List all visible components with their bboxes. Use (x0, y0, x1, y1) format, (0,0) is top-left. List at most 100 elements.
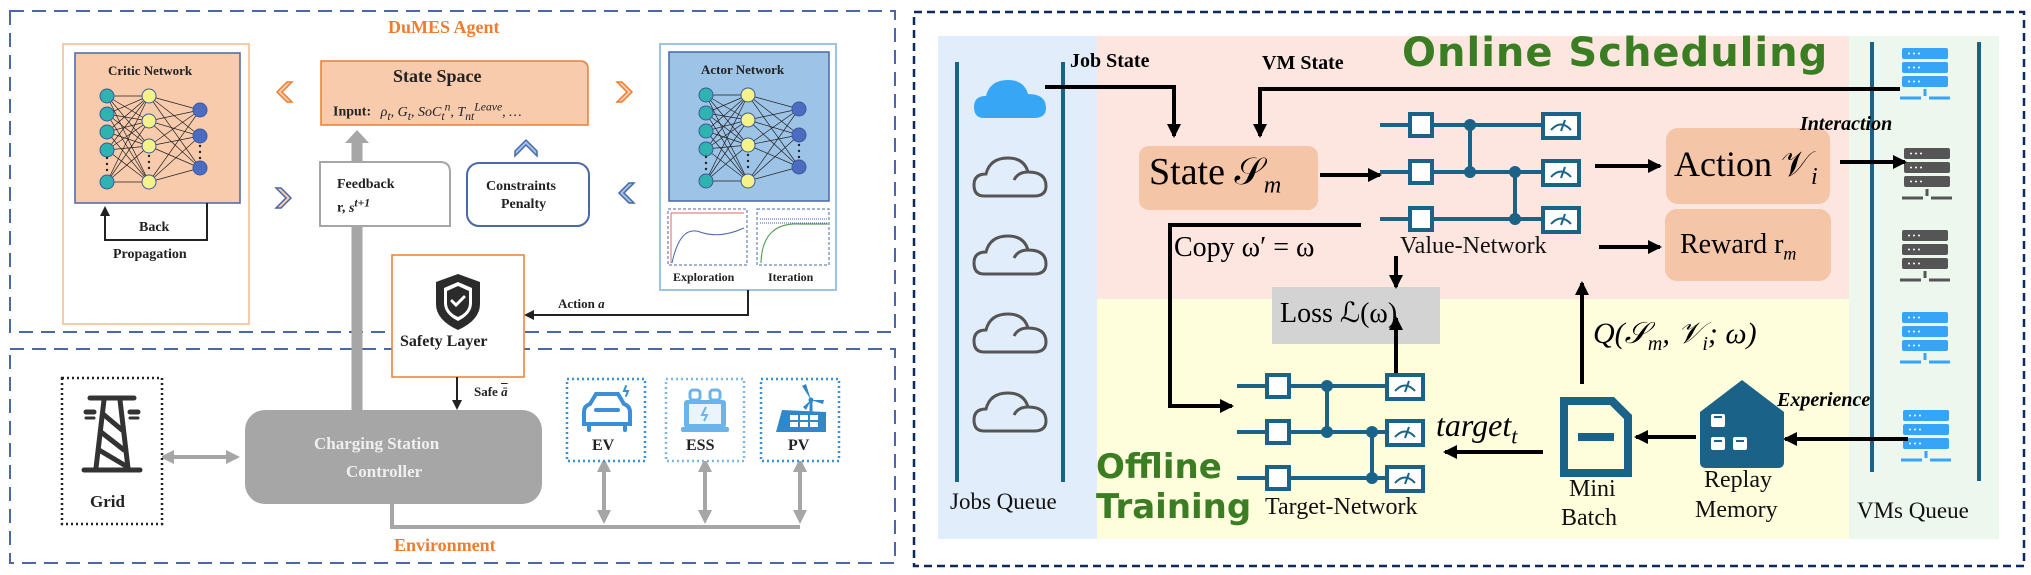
meter-icon (1385, 465, 1425, 493)
action-box-label: Action 𝒱i (1674, 144, 1818, 191)
ev-car-icon (582, 385, 632, 432)
state-input-label: Input: (333, 104, 372, 120)
hidden-neuron (740, 173, 756, 189)
cloud-outline-icon (972, 234, 1048, 276)
loss-label: Loss ℒ(ω) (1280, 298, 1398, 329)
target-network-label: Target-Network (1265, 494, 1418, 520)
constraints-penalty-box (466, 162, 590, 227)
iteration-plot (756, 208, 830, 266)
feedback-flow-arrowhead (345, 130, 369, 143)
reward-box-label: Reward rm (1680, 229, 1797, 264)
vm-state-arrow (1253, 87, 1900, 138)
solar-wind-icon (776, 384, 826, 432)
charging-station-controller (245, 410, 542, 504)
jobs-queue-bg (938, 36, 1097, 539)
battery-icon (681, 388, 729, 432)
state-space-box (320, 60, 589, 126)
meter-icon (1541, 206, 1581, 234)
output-neuron (791, 101, 807, 117)
feedback-box (319, 161, 451, 227)
job-state-arrow (1045, 85, 1181, 138)
state-space-inputs: Input: ρt, Gt, SoCtn, TntLeave, … (333, 100, 522, 123)
control-dot (1509, 213, 1521, 225)
ess-label: ESS (686, 437, 715, 454)
action-box (1666, 128, 1830, 204)
cloud-filled-icon (974, 80, 1046, 118)
copy-weights-arrow (1168, 223, 1361, 413)
input-neuron (99, 88, 115, 104)
target-network-circuit (1237, 373, 1425, 493)
ev-label: EV (592, 437, 615, 454)
gate-box (1265, 373, 1291, 399)
agent-title: DuMES Agent (388, 17, 500, 37)
cloud-outline-icon (972, 391, 1048, 433)
control-dot (1464, 166, 1476, 178)
server-rack-unit (1902, 76, 1948, 87)
constraints-line1: Constraints (486, 179, 557, 194)
constraints-line2: Penalty (501, 197, 547, 212)
feedback-title: Feedback (337, 177, 395, 192)
gate-box (1408, 112, 1434, 138)
control-dot (1509, 166, 1521, 178)
vms-queue-label: VMs Queue (1857, 498, 1969, 523)
server-rack-unit (1902, 312, 1948, 323)
server-rack-unit (1903, 424, 1949, 435)
value-network-circuit (1380, 112, 1581, 234)
iteration-label: Iteration (768, 270, 814, 284)
server-rack-unit (1904, 176, 1950, 187)
input-neuron (698, 173, 714, 189)
hidden-neuron (740, 87, 756, 103)
server-rack-unit (1903, 438, 1949, 449)
output-neuron (192, 128, 208, 144)
mini-batch-document-icon (1560, 397, 1632, 477)
input-neuron (698, 123, 714, 139)
input-neuron (99, 124, 115, 140)
loss-box (1272, 287, 1440, 344)
server-rack-unit (1902, 340, 1948, 351)
meter-icon (1541, 159, 1581, 187)
server-rack-unit (1902, 258, 1948, 269)
gate-box (1265, 419, 1291, 445)
vm-state-label: VM State (1262, 52, 1344, 74)
grid-box (60, 376, 164, 526)
propagation-label: Propagation (113, 247, 187, 262)
experience-label: Experience (1777, 389, 1871, 411)
input-neuron (698, 87, 714, 103)
power-tower-icon (81, 395, 143, 473)
exploration-label: Exploration (673, 270, 735, 284)
state-box (1139, 146, 1318, 210)
safe-action-label: Safe ā (474, 384, 508, 399)
control-dot (1366, 472, 1378, 484)
server-rack-unit (1902, 244, 1948, 255)
server-rack-unit (1902, 230, 1948, 241)
gate-box (1408, 159, 1434, 185)
control-dot (1321, 380, 1333, 392)
server-rack-unit (1902, 326, 1948, 337)
shield-check-icon (436, 274, 480, 330)
hidden-neuron (740, 112, 756, 128)
server-rack-unit (1902, 48, 1948, 59)
critic-nn-graph (99, 88, 208, 190)
gate-box (1408, 206, 1434, 232)
reward-box (1665, 209, 1831, 281)
critic-network-title: Critic Network (108, 63, 193, 78)
server-rack-unit (1902, 62, 1948, 73)
mini-batch-line2: Batch (1561, 505, 1617, 531)
output-neuron (791, 127, 807, 143)
control-dot (1366, 426, 1378, 438)
replay-line2: Memory (1695, 497, 1778, 523)
state-space-title: State Space (393, 66, 482, 86)
input-neuron (99, 174, 115, 190)
output-neuron (791, 159, 807, 175)
hidden-neuron (141, 138, 157, 154)
hidden-neuron (141, 113, 157, 129)
control-dot (1321, 426, 1333, 438)
input-neuron (99, 106, 115, 122)
input-neuron (698, 105, 714, 121)
chevron-left-blue-icon (617, 182, 636, 204)
action-label: Action a (558, 296, 605, 311)
server-rack-unit (1904, 162, 1950, 173)
output-neuron (192, 160, 208, 176)
